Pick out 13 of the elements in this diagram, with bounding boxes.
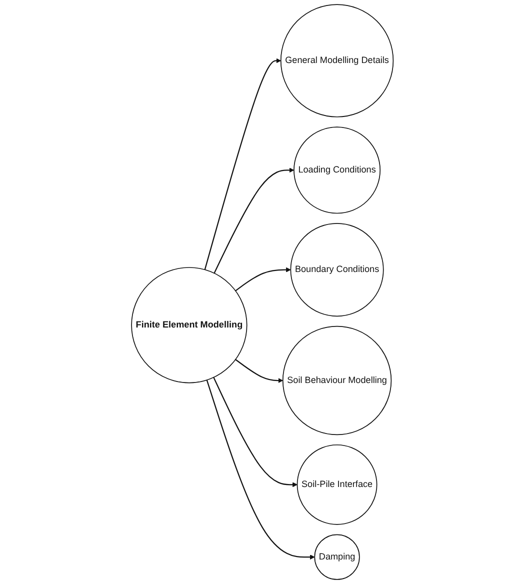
- arrow: [234, 267, 291, 292]
- arrow: [204, 58, 281, 270]
- node-circle: Soil-Pile Interface: [296, 444, 377, 525]
- arrow: [213, 168, 294, 274]
- node-circle: Soil Behaviour Modelling: [282, 326, 392, 436]
- arrow: [206, 380, 314, 560]
- node-circle: Boundary Conditions: [290, 223, 384, 317]
- node-circle: General Modelling Details: [280, 4, 394, 118]
- arrow: [212, 377, 298, 488]
- node-circle: Loading Conditions: [293, 126, 380, 214]
- node-circle: Finite Element Modelling: [130, 267, 247, 384]
- arrow: [234, 359, 283, 383]
- node-circle: Damping: [314, 534, 360, 580]
